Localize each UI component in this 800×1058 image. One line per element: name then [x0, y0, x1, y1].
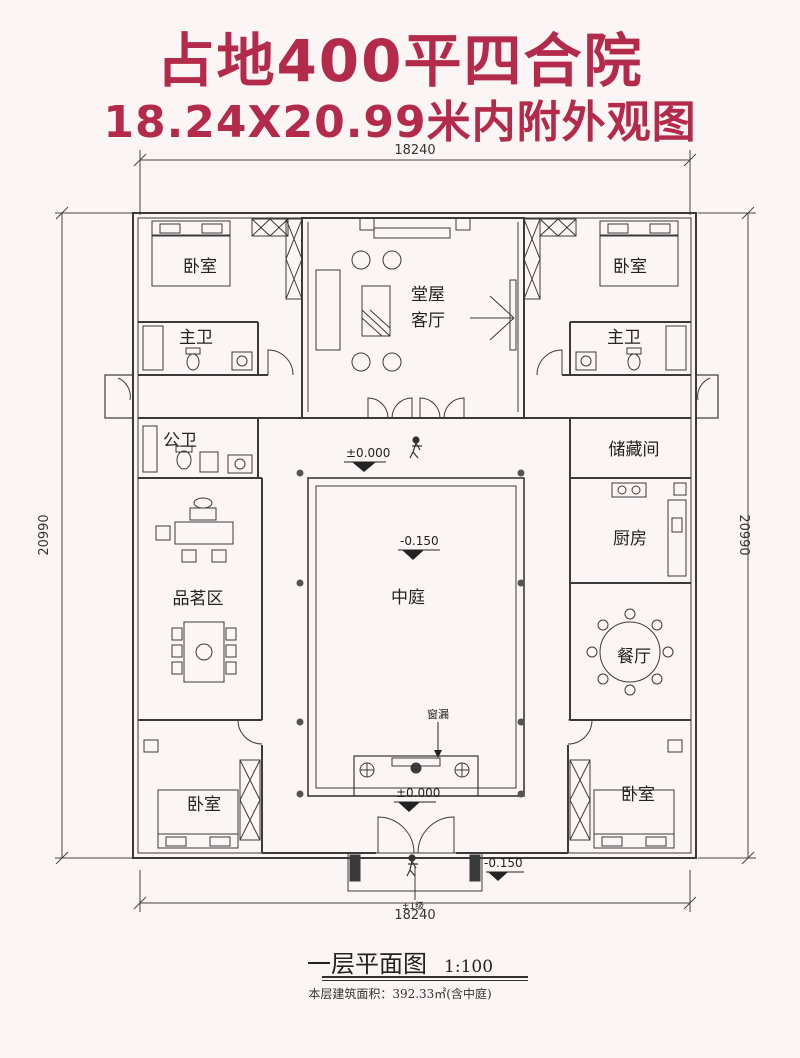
room-label-bedroom-sw: 卧室	[187, 795, 221, 815]
title-line-2: 18.24X20.99米内附外观图	[103, 97, 697, 148]
room-label-storage: 储藏间	[609, 440, 660, 460]
courtyard-planters	[359, 762, 470, 778]
dimension-right: 20990	[736, 514, 751, 555]
room-label-bedroom-se: 卧室	[621, 785, 655, 805]
room-label-dining: 餐厅	[617, 647, 651, 667]
bathroom-fixtures	[142, 325, 687, 474]
floor-area-note: 本层建筑面积：392.33㎡(含中庭)	[308, 987, 492, 1001]
level-markers	[352, 462, 508, 881]
title-underline-thin	[322, 980, 528, 981]
dimension-bottom: 18240	[394, 908, 435, 923]
room-label-courtyard: 中庭	[391, 588, 425, 608]
room-label-bedroom-nw: 卧室	[183, 257, 217, 277]
plan-scale: 1:100	[444, 957, 494, 977]
window-lattice-label: 窗漏	[427, 707, 449, 721]
doors	[117, 349, 711, 854]
title-underline	[322, 976, 528, 978]
entry-steps-label: ±1级	[402, 900, 424, 912]
entrance-steps	[347, 852, 483, 900]
dimension-top: 18240	[394, 143, 435, 158]
room-label-kitchen: 厨房	[613, 529, 647, 549]
room-label-hall-line1: 堂屋	[411, 285, 445, 305]
room-label-bath-ne: 主卫	[607, 328, 641, 348]
level-entrance: ±0.000	[396, 786, 440, 800]
level-outside: -0.150	[484, 856, 523, 870]
side-bay-windows	[104, 374, 719, 419]
title-line-1: 占地400平四合院	[156, 27, 644, 95]
level-hall-front: ±0.000	[346, 446, 390, 460]
room-label-bath-nw: 主卫	[179, 328, 213, 348]
plan-title-block: 一层平面图 1:100	[0, 944, 800, 979]
room-label-hall-line2: 客厅	[411, 311, 445, 331]
columns	[296, 469, 525, 798]
plan-title: 一层平面图	[306, 950, 427, 978]
courtyard-outline	[307, 477, 525, 797]
kitchen-dining-furniture	[586, 482, 687, 696]
window-cabinet-marks	[143, 217, 683, 841]
tea-area-furniture	[155, 497, 237, 683]
level-marker-lines	[344, 461, 524, 873]
room-label-tea-area: 品茗区	[173, 589, 224, 609]
person-figure-icons	[406, 436, 422, 877]
hall-furniture	[315, 227, 517, 372]
level-courtyard: -0.150	[400, 534, 439, 548]
room-label-public-wc: 公卫	[163, 431, 197, 451]
dimension-left: 20990	[37, 514, 52, 555]
room-label-bedroom-ne: 卧室	[613, 257, 647, 277]
bed-icons	[151, 220, 679, 849]
dimension-lines	[55, 150, 756, 912]
